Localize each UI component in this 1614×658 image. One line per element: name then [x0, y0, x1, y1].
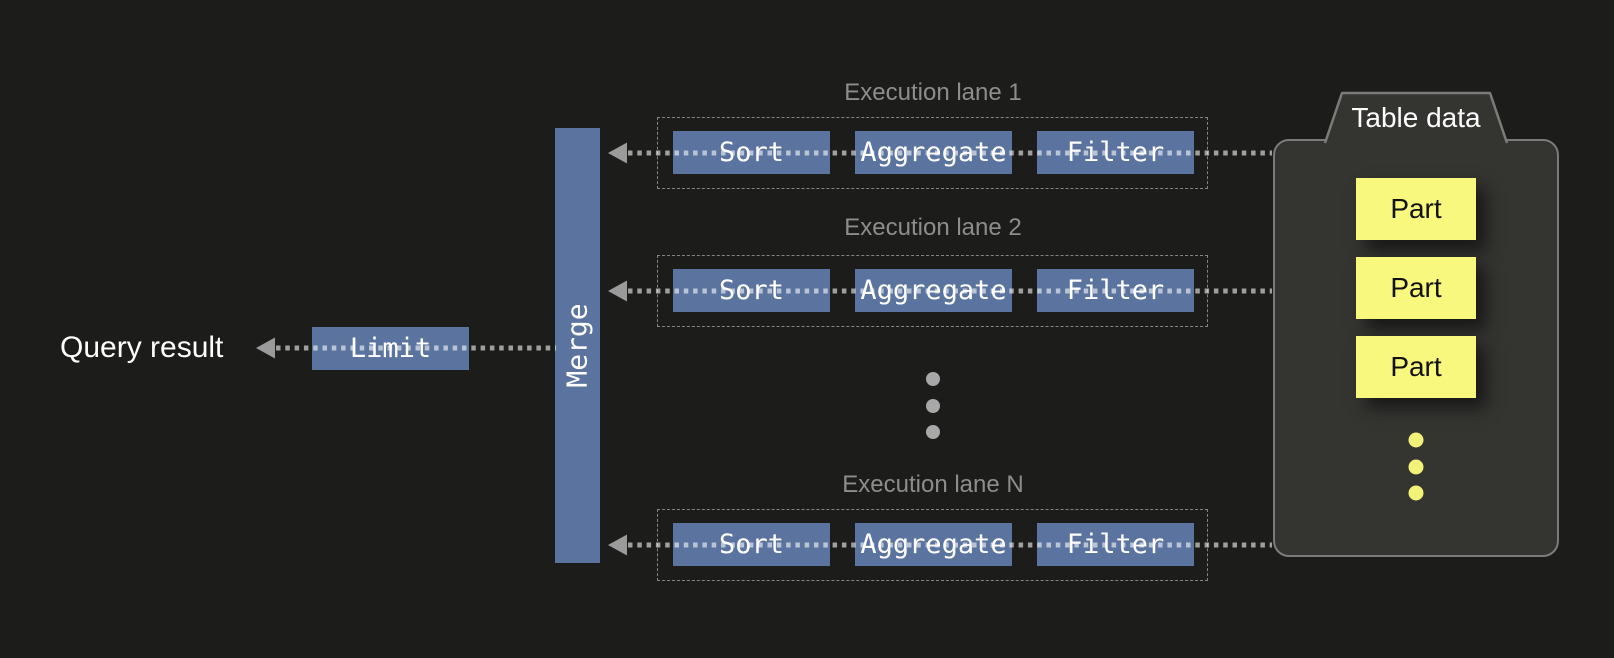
lane-1-filter-label: Filter — [1066, 137, 1165, 168]
limit-operator: Limit — [312, 327, 469, 370]
lane-n-aggregate-operator: Aggregate — [855, 523, 1012, 566]
part-3-label: Part — [1390, 351, 1442, 382]
lane-2-filter-operator: Filter — [1037, 269, 1194, 312]
lane-n-filter-label: Filter — [1066, 529, 1165, 560]
lane-1-sort-label: Sort — [718, 137, 785, 168]
part-box-3: Part — [1356, 336, 1476, 398]
lane-2-filter-label: Filter — [1066, 275, 1165, 306]
lanes-ellipsis-dots — [926, 372, 940, 439]
lane-n-aggregate-label: Aggregate — [860, 529, 1007, 560]
merge-operator: Merge — [555, 128, 600, 563]
table-data-title: Table data — [1351, 102, 1481, 133]
arrowhead-lane-1 — [608, 142, 627, 164]
lane-1-aggregate-operator: Aggregate — [855, 131, 1012, 174]
limit-operator-label: Limit — [349, 333, 432, 364]
part-box-2: Part — [1356, 257, 1476, 319]
lane-1-aggregate-label: Aggregate — [860, 137, 1007, 168]
merge-operator-label: Merge — [561, 303, 595, 388]
part-1-label: Part — [1390, 193, 1442, 224]
part-box-1: Part — [1356, 178, 1476, 240]
lane-2-sort-label: Sort — [718, 275, 785, 306]
table-data-tab — [1323, 91, 1509, 144]
arrowhead-lane-2 — [608, 280, 627, 302]
arrowhead-lane-n — [608, 534, 627, 556]
lane-2-aggregate-label: Aggregate — [860, 275, 1007, 306]
lane-n-filter-operator: Filter — [1037, 523, 1194, 566]
lane-2-label: Execution lane 2 — [844, 214, 1022, 241]
arrowhead-query-result — [256, 337, 275, 359]
query-result-label: Query result — [60, 331, 224, 364]
lane-2-sort-operator: Sort — [673, 269, 830, 312]
lane-1-sort-operator: Sort — [673, 131, 830, 174]
lane-1-label: Execution lane 1 — [844, 79, 1022, 106]
lane-n-sort-operator: Sort — [673, 523, 830, 566]
lane-n-label: Execution lane N — [842, 471, 1024, 498]
lane-2-aggregate-operator: Aggregate — [855, 269, 1012, 312]
part-2-label: Part — [1390, 272, 1442, 303]
lane-1-filter-operator: Filter — [1037, 131, 1194, 174]
lane-n-sort-label: Sort — [718, 529, 785, 560]
